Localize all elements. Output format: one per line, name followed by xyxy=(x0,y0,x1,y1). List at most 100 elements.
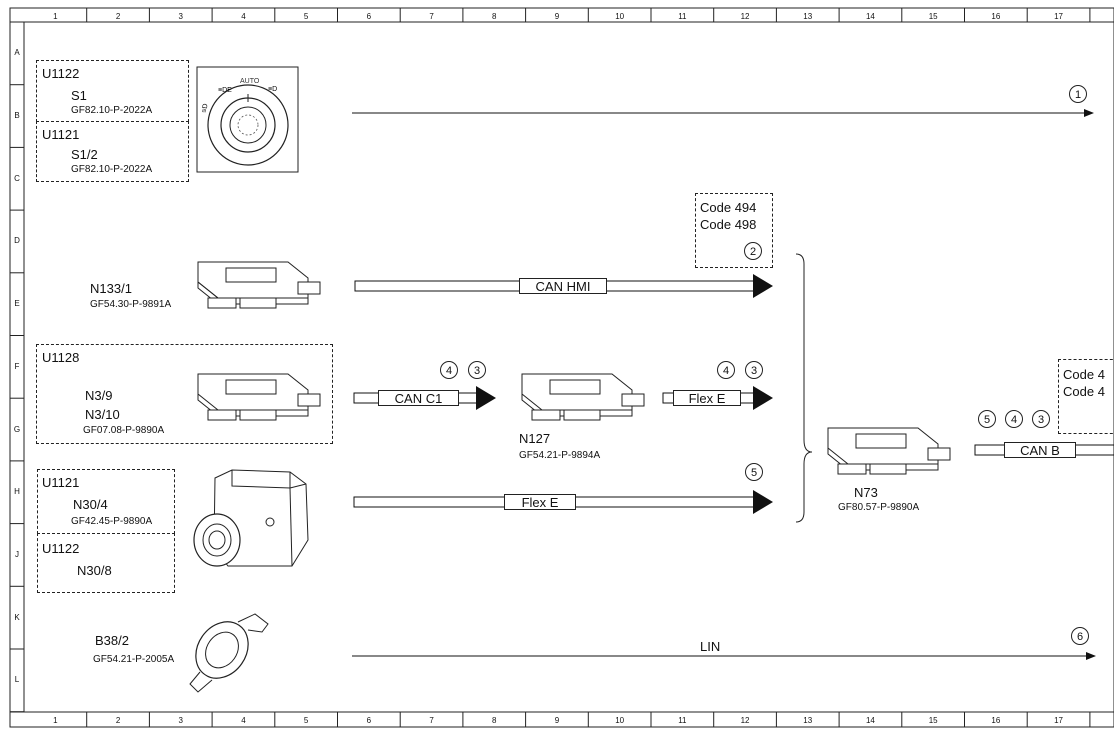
component-ref-n30-4: GF42.45-P-9890A xyxy=(71,516,153,527)
component-ref-s1: GF82.10-P-2022A xyxy=(71,105,153,116)
component-label-n3-9: N3/9 xyxy=(85,388,113,403)
bus-label-flex-e-1: Flex E xyxy=(673,390,741,406)
component-ref-b38-2: GF54.21-P-2005A xyxy=(93,654,175,665)
marker-4b: 4 xyxy=(717,361,735,379)
column-label-top: 17 xyxy=(1054,12,1063,21)
column-label-top: 12 xyxy=(740,12,750,21)
group-label-u1121-top: U1121 xyxy=(42,127,80,142)
row-label: B xyxy=(14,111,20,121)
code-box-left xyxy=(695,193,773,268)
row-label: J xyxy=(15,549,19,559)
column-label-top: 3 xyxy=(178,12,183,21)
module-n127 xyxy=(521,373,645,421)
row-label: F xyxy=(14,361,20,371)
code-left-2: Code 498 xyxy=(700,217,757,232)
marker-2: 2 xyxy=(744,242,762,260)
column-label-bottom: 7 xyxy=(429,716,434,725)
column-ticks xyxy=(86,8,1091,727)
row-label: A xyxy=(14,48,20,58)
row-label: C xyxy=(14,173,20,183)
svg-text:≡D: ≡D xyxy=(268,86,277,93)
column-label-top: 5 xyxy=(303,12,309,21)
column-label-bottom: 2 xyxy=(115,716,121,725)
column-label-top: 11 xyxy=(678,12,687,21)
marker-5b: 5 xyxy=(978,410,996,428)
module-n3-9 xyxy=(197,373,321,421)
group-box-u1121-top xyxy=(36,121,189,182)
component-ref-s1-2: GF82.10-P-2022A xyxy=(71,164,153,175)
column-label-bottom: 14 xyxy=(865,716,875,725)
component-label-n30-4: N30/4 xyxy=(73,497,108,512)
column-label-top: 4 xyxy=(241,12,246,21)
column-label-bottom: 16 xyxy=(991,716,1001,725)
bus-label-can-c1: CAN C1 xyxy=(378,390,459,406)
component-label-s1-2: S1/2 xyxy=(71,147,98,162)
column-label-bottom: 6 xyxy=(366,716,372,725)
group-box-u1128 xyxy=(36,344,333,444)
marker-5a: 5 xyxy=(745,463,763,481)
column-label-top: 16 xyxy=(991,12,1001,21)
switch-mark-auto: AUTO xyxy=(240,78,260,85)
column-label-top: 2 xyxy=(115,12,121,21)
component-ref-n3-10: GF07.08-P-9890A xyxy=(83,425,165,436)
marker-6: 6 xyxy=(1071,627,1089,645)
component-label-s1: S1 xyxy=(71,88,87,103)
module-n133-1 xyxy=(197,261,321,309)
column-label-bottom: 11 xyxy=(678,716,687,725)
row-ticks xyxy=(10,84,24,713)
row-label: K xyxy=(14,612,20,622)
camera-n30-4 xyxy=(193,469,309,567)
group-label-u1128: U1128 xyxy=(42,350,80,365)
svg-text:≡DE: ≡DE xyxy=(218,87,232,94)
module-n73 xyxy=(827,427,951,475)
group-label-u1122-top: U1122 xyxy=(42,66,80,81)
marker-4c: 4 xyxy=(1005,410,1023,428)
bus-label-flex-e-2: Flex E xyxy=(504,494,576,510)
row-label: E xyxy=(14,299,20,309)
bus-label-can-hmi: CAN HMI xyxy=(519,278,607,294)
marker-1: 1 xyxy=(1069,85,1087,103)
code-right-1: Code 4 xyxy=(1063,367,1105,382)
bus-label-can-b: CAN B xyxy=(1004,442,1076,458)
component-ref-n133-1: GF54.30-P-9891A xyxy=(90,299,172,310)
column-label-top: 6 xyxy=(366,12,372,21)
column-label-bottom: 13 xyxy=(803,716,813,725)
row-label: G xyxy=(13,424,21,434)
column-label-top: 9 xyxy=(554,12,560,21)
column-label-bottom: 17 xyxy=(1054,716,1063,725)
bus-label-lin: LIN xyxy=(700,639,721,654)
code-left-1: Code 494 xyxy=(700,200,757,215)
group-box-u1122-mid xyxy=(37,533,175,593)
column-label-top: 14 xyxy=(865,12,875,21)
code-right-2: Code 4 xyxy=(1063,384,1105,399)
component-ref-n73: GF80.57-P-9890A xyxy=(838,502,920,513)
column-label-bottom: 3 xyxy=(178,716,183,725)
column-label-top: 1 xyxy=(53,12,58,21)
column-label-top: 15 xyxy=(928,12,938,21)
column-label-bottom: 9 xyxy=(554,716,560,725)
code-box-right xyxy=(1058,359,1114,434)
component-label-n3-10: N3/10 xyxy=(85,407,120,422)
column-label-bottom: 1 xyxy=(53,716,58,725)
component-label-n133-1: N133/1 xyxy=(90,281,132,296)
marker-4a: 4 xyxy=(440,361,458,379)
column-label-top: 8 xyxy=(492,12,497,21)
component-ref-n127: GF54.21-P-9894A xyxy=(519,450,601,461)
component-label-n127: N127 xyxy=(519,431,551,446)
column-label-bottom: 15 xyxy=(928,716,938,725)
marker-3c: 3 xyxy=(1032,410,1050,428)
column-label-bottom: 8 xyxy=(492,716,497,725)
svg-text:≡D: ≡D xyxy=(201,103,209,113)
group-label-u1121-mid: U1121 xyxy=(42,475,80,490)
marker-3a: 3 xyxy=(468,361,486,379)
group-brace xyxy=(795,253,813,523)
row-label: L xyxy=(14,675,20,685)
component-label-b38-2: B38/2 xyxy=(95,633,129,648)
light-switch-s1: ≡D ≡DE ≡D xyxy=(196,66,299,173)
column-label-bottom: 4 xyxy=(241,716,246,725)
component-label-n30-8: N30/8 xyxy=(77,563,112,578)
column-label-bottom: 5 xyxy=(303,716,309,725)
component-label-n73: N73 xyxy=(854,485,878,500)
column-label-bottom: 12 xyxy=(740,716,750,725)
